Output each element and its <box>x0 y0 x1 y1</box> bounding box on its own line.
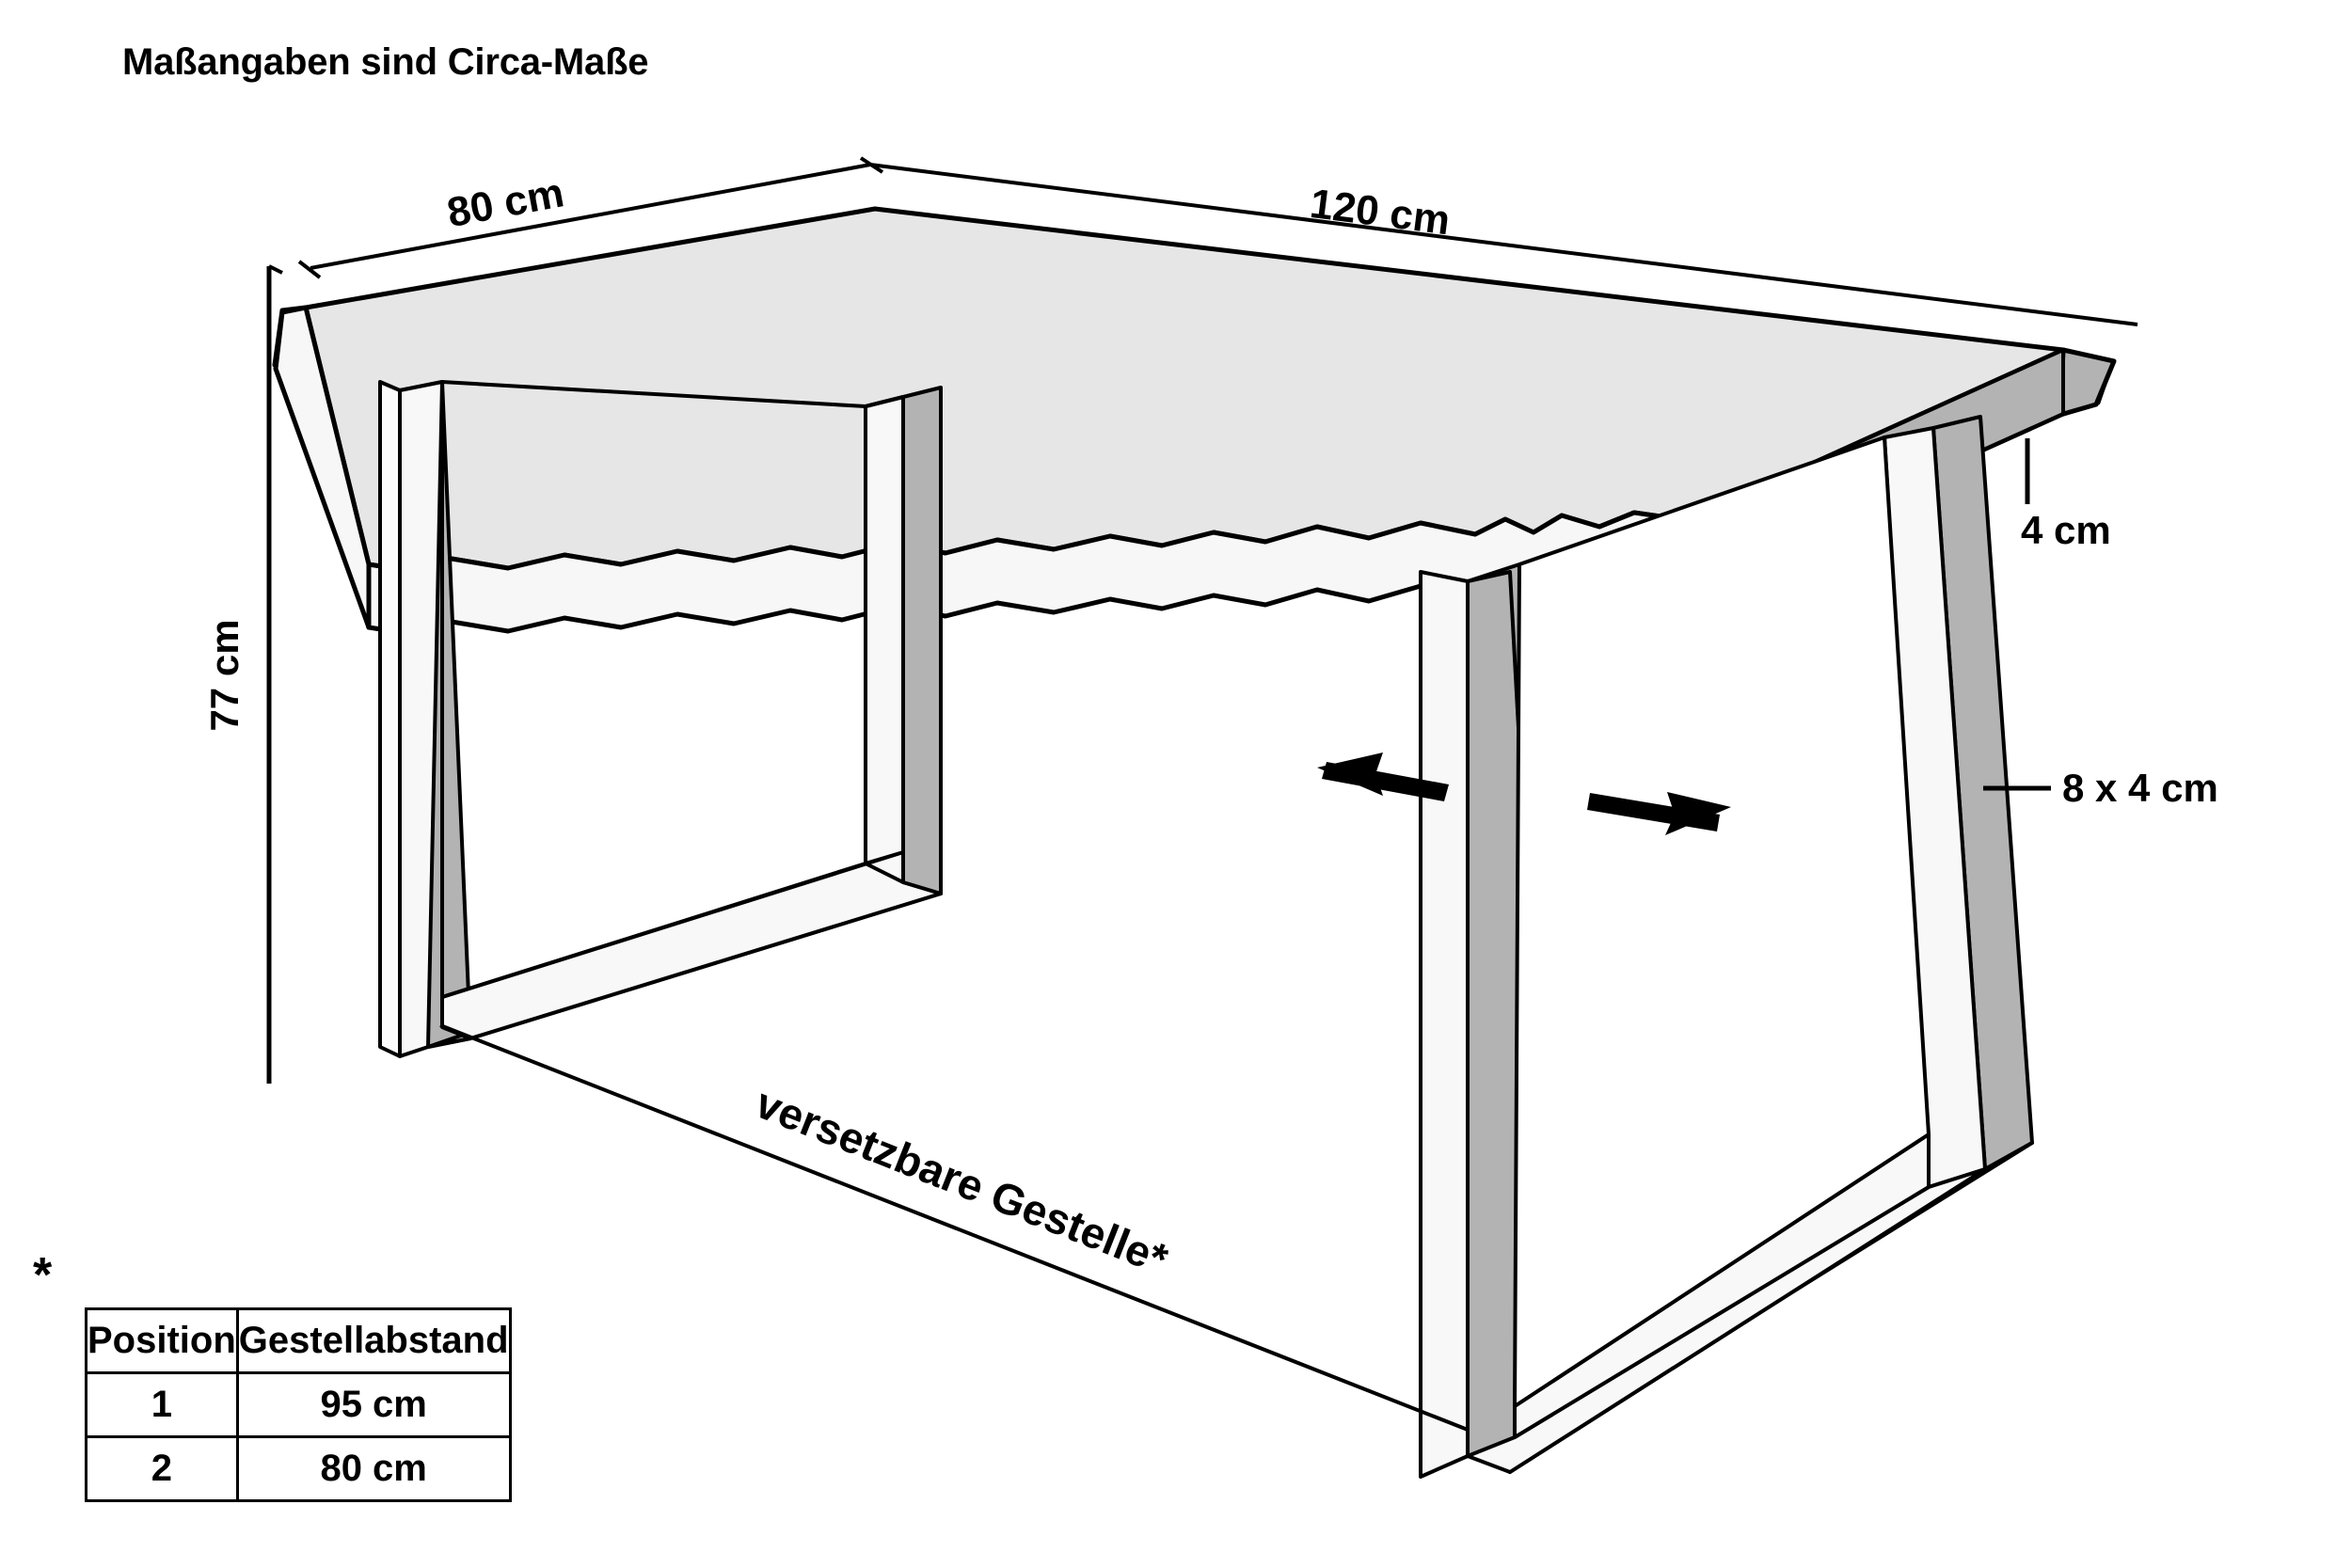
table-top-left-end <box>273 305 372 630</box>
cell-position-2: 2 <box>85 1435 239 1502</box>
page-title: Maßangaben sind Circa-Maße <box>122 41 649 83</box>
arrow-right-head-icon <box>1665 792 1731 835</box>
label-width: 120 cm <box>1308 181 1453 244</box>
table-header-position: Position <box>85 1307 239 1374</box>
arrow-left-head-icon <box>1317 752 1383 796</box>
leader-line-movable-frames <box>439 1023 1469 1432</box>
dimension-lines <box>266 156 2138 1432</box>
cell-distance-1: 95 cm <box>235 1371 512 1438</box>
footnote-asterisk: * <box>33 1248 53 1303</box>
label-frame-profile: 8 x 4 cm <box>2062 766 2218 810</box>
table-header-row: Position Gestellabstand <box>85 1307 512 1374</box>
right-leg-opening <box>1513 436 1931 1408</box>
table-header-gestellabstand: Gestellabstand <box>235 1307 512 1374</box>
table-top-right-tip <box>2058 347 2117 418</box>
label-depth: 80 cm <box>444 169 568 236</box>
right-leg-bottom-rail-face <box>1466 1167 1987 1474</box>
right-leg-near-post-face <box>1419 570 1470 1479</box>
left-leg-frame <box>378 380 943 1058</box>
dim-ext-height-top <box>268 264 283 275</box>
dim-tick-width-apex <box>859 156 884 174</box>
table-row: 1 95 cm <box>85 1371 512 1438</box>
label-top-thickness: 4 cm <box>2021 508 2111 552</box>
cell-distance-2: 80 cm <box>235 1435 512 1502</box>
left-leg-post-front-plane <box>378 380 402 1058</box>
gestellabstand-table: Position Gestellabstand 1 95 cm 2 80 cm <box>85 1307 512 1502</box>
right-leg-frame <box>1419 415 2034 1479</box>
dim-tick-depth-left <box>297 260 322 279</box>
left-leg-opening <box>440 380 867 999</box>
left-leg-far-post-shade <box>901 386 943 895</box>
dim-line-depth <box>310 163 871 270</box>
table-row: 2 80 cm <box>85 1435 512 1502</box>
left-leg-bottom-rail-face <box>440 850 943 1040</box>
dim-line-width <box>869 163 2138 326</box>
move-arrows-group <box>1317 752 1731 835</box>
label-height: 77 cm <box>202 619 246 731</box>
left-leg-far-post-face <box>864 395 905 865</box>
label-movable-frames: versetzbare Gestelle* <box>749 1078 1174 1284</box>
cell-position-1: 1 <box>85 1371 239 1438</box>
